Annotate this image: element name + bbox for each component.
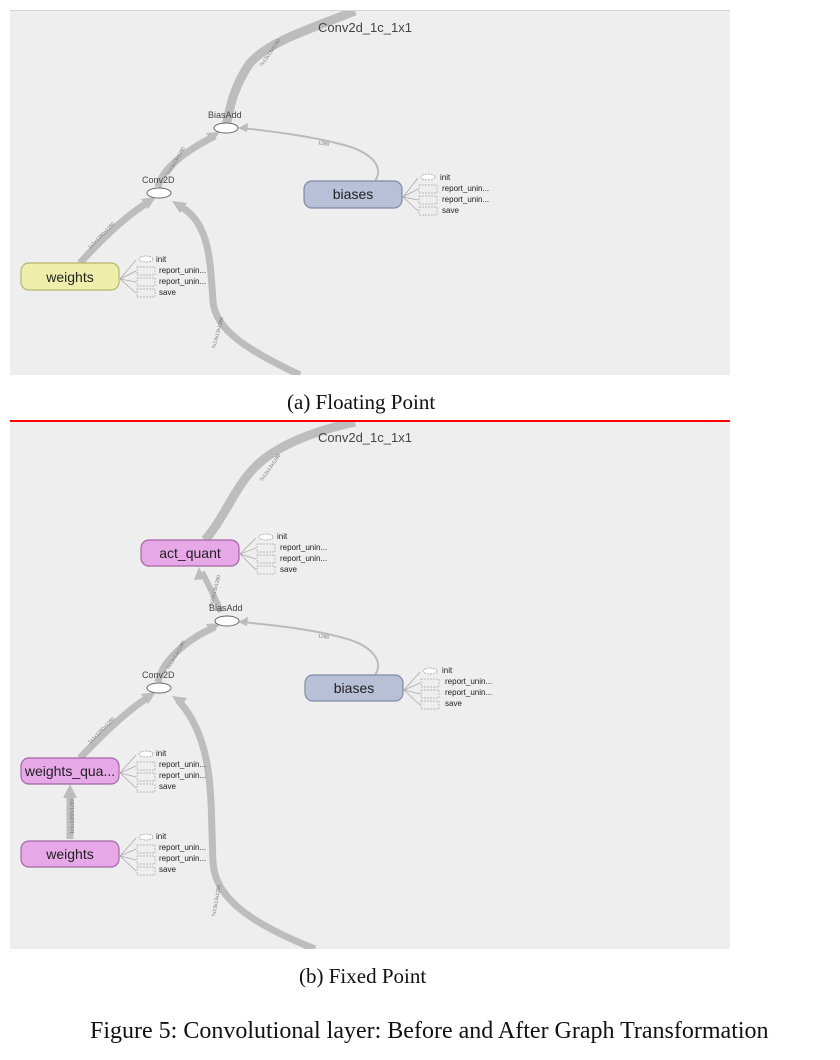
- edge-wq-to-conv: [77, 693, 152, 761]
- aux-label-report: report_unin...: [159, 854, 206, 863]
- edge-biases-to-biasadd: [241, 127, 380, 182]
- arrow-head: [194, 567, 205, 580]
- panel-fixed-point: ?x13x13x1280 ?x13x13x1280 ?x13x13x1280 1…: [10, 422, 730, 949]
- biasadd-op-label: BiasAdd: [209, 603, 243, 613]
- caption-floating-point: (a) Floating Point: [287, 390, 436, 414]
- edge-biasadd-to-output: [221, 11, 357, 128]
- arrow-head: [206, 623, 221, 633]
- aux-label-init: init: [156, 749, 167, 758]
- biasadd-op-label: BiasAdd: [208, 110, 242, 120]
- biases-node-label: biases: [333, 186, 373, 202]
- edge-actquant-to-output: [201, 422, 356, 543]
- weights-quant-node-label: weights_qua...: [24, 763, 115, 779]
- conv2d-op-node[interactable]: [146, 682, 172, 694]
- panel-floating-point: ?x13x13x1280 ?x13x13x1280 1280 1x1x1280x…: [10, 10, 730, 375]
- conv2d-op-label: Conv2D: [142, 670, 175, 680]
- caption-fixed-point: (b) Fixed Point: [299, 964, 427, 988]
- biases-aux-group: init report_unin... report_unin... save: [403, 666, 492, 710]
- conv2d-op-node[interactable]: [146, 187, 172, 199]
- weights-node-label: weights: [45, 846, 93, 862]
- biases-node-label: biases: [334, 680, 374, 696]
- biases-node[interactable]: biases: [304, 674, 404, 702]
- edge-weights-to-conv: [77, 197, 152, 266]
- biases-node[interactable]: biases: [303, 180, 403, 209]
- weights-node-label: weights: [45, 269, 93, 285]
- edge-label: ?x13x13x1280: [211, 316, 225, 349]
- aux-label-report: report_unin...: [159, 277, 206, 286]
- edge-label: 1280: [318, 633, 330, 641]
- arrow-head: [238, 617, 248, 626]
- edge-biases-to-biasadd: [241, 621, 380, 676]
- aux-label-report: report_unin...: [442, 195, 489, 204]
- edge-conv-to-biasadd: [154, 623, 217, 683]
- aux-label-save: save: [280, 565, 297, 574]
- weights-aux-group: init report_unin... report_unin... save: [119, 255, 206, 298]
- edge-label: 1x1x1280x1280: [87, 221, 116, 250]
- aux-label-init: init: [277, 532, 288, 541]
- graph-floating-point: ?x13x13x1280 ?x13x13x1280 1280 1x1x1280x…: [20, 11, 489, 375]
- graph-title: Conv2d_1c_1x1: [318, 20, 412, 35]
- aux-label-report: report_unin...: [159, 760, 206, 769]
- aux-label-report: report_unin...: [280, 543, 327, 552]
- arrow-head: [63, 784, 77, 798]
- arrow-head: [172, 201, 187, 213]
- biasadd-op-node[interactable]: [213, 122, 239, 134]
- aux-label-init: init: [442, 666, 453, 675]
- edge-input-to-conv: [175, 697, 317, 949]
- aux-label-report: report_unin...: [280, 554, 327, 563]
- aux-label-report: report_unin...: [442, 184, 489, 193]
- weights-quant-node[interactable]: weights_qua...: [20, 757, 120, 785]
- arrow-head: [141, 197, 156, 209]
- aux-label-save: save: [159, 288, 176, 297]
- aux-label-save: save: [445, 699, 462, 708]
- aux-label-init: init: [156, 255, 167, 264]
- edge-label: 1280: [318, 140, 330, 148]
- edge-label: ?x13x13x1280: [211, 884, 223, 917]
- arrow-head: [172, 696, 187, 708]
- aux-label-report: report_unin...: [159, 843, 206, 852]
- aux-label-save: save: [159, 865, 176, 874]
- weights-quant-aux-group: init report_unin... report_unin... save: [119, 749, 206, 793]
- graph-fixed-point: ?x13x13x1280 ?x13x13x1280 ?x13x13x1280 1…: [20, 422, 492, 949]
- aux-label-report: report_unin...: [159, 266, 206, 275]
- aux-label-init: init: [156, 832, 167, 841]
- edge-label: 1x1x1280x1280: [70, 798, 76, 834]
- graph-title: Conv2d_1c_1x1: [318, 430, 412, 445]
- weights-aux-group: init report_unin... report_unin... save: [119, 832, 206, 876]
- act-quant-aux-group: init report_unin... report_unin... save: [239, 532, 327, 575]
- arrow-head: [141, 692, 156, 704]
- aux-label-save: save: [159, 782, 176, 791]
- act-quant-node[interactable]: act_quant: [140, 539, 240, 567]
- aux-label-init: init: [440, 173, 451, 182]
- edge-biasadd-to-actquant: [199, 570, 224, 614]
- biases-aux-group: init report_unin... report_unin... save: [402, 173, 489, 216]
- weights-node[interactable]: weights: [20, 840, 120, 868]
- edge-label: ?x13x13x1280: [166, 146, 188, 177]
- biasadd-op-node[interactable]: [214, 615, 240, 627]
- aux-label-report: report_unin...: [445, 677, 492, 686]
- aux-label-report: report_unin...: [445, 688, 492, 697]
- arrow-head: [238, 123, 248, 132]
- act-quant-node-label: act_quant: [159, 545, 221, 561]
- edge-input-to-conv: [176, 201, 302, 375]
- arrow-head: [206, 132, 220, 142]
- weights-node[interactable]: weights: [20, 262, 120, 291]
- figure-caption: Figure 5: Convolutional layer: Before an…: [90, 1018, 769, 1044]
- aux-label-save: save: [442, 206, 459, 215]
- aux-label-report: report_unin...: [159, 771, 206, 780]
- conv2d-op-label: Conv2D: [142, 175, 175, 185]
- separator-line: [10, 420, 730, 423]
- edge-conv-to-biasadd: [154, 132, 217, 189]
